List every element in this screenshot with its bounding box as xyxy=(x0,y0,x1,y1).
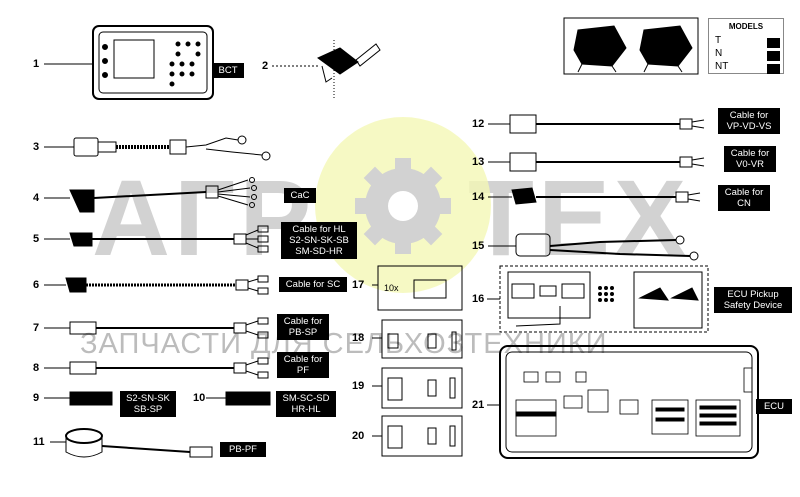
model-n-mark xyxy=(767,51,780,61)
model-row-nt: NT xyxy=(715,61,729,72)
label-cac: CaC xyxy=(284,188,316,203)
label-cable-sc: Cable for SC xyxy=(279,277,347,292)
callout-11: 11 xyxy=(33,436,45,448)
callout-10: 10 xyxy=(193,392,206,404)
callout-19: 19 xyxy=(352,380,365,392)
callout-7: 7 xyxy=(33,322,40,334)
callout-4: 4 xyxy=(33,192,40,204)
label-cable-v0: Cable for V0-VR xyxy=(724,146,776,172)
callout-13: 13 xyxy=(472,156,485,168)
label-cable-pf: Cable for PF xyxy=(277,352,329,378)
callout-8: 8 xyxy=(33,362,40,374)
callout-17: 17 xyxy=(352,279,365,291)
callout-3: 3 xyxy=(33,141,40,153)
label-bct: BCT xyxy=(212,63,244,78)
label-cable-vp: Cable for VP-VD-VS xyxy=(718,108,780,134)
callout-20: 20 xyxy=(352,430,365,442)
model-t-mark xyxy=(767,38,780,48)
callout-21: 21 xyxy=(472,399,485,411)
watermark-right: ТЕХ xyxy=(468,157,691,278)
label-ecu-pickup: ECU Pickup Safety Device xyxy=(714,287,792,313)
model-row-t: T xyxy=(715,35,722,46)
callout-5: 5 xyxy=(33,233,40,245)
label-s2-sn-sk: S2-SN-SK SB-SP xyxy=(120,391,176,417)
callout-6: 6 xyxy=(33,279,40,291)
callout-9: 9 xyxy=(33,392,40,404)
callout-16: 16 xyxy=(472,293,485,305)
kit-quantity: 10x xyxy=(384,283,399,293)
label-sm-sc-sd: SM-SC-SD HR-HL xyxy=(276,391,336,417)
callout-18: 18 xyxy=(352,332,365,344)
label-ecu: ECU xyxy=(756,399,792,414)
model-row-n: N xyxy=(715,48,723,59)
models-legend: MODELS T N NT xyxy=(708,18,784,74)
label-pb-pf: PB-PF xyxy=(220,442,266,457)
callout-1: 1 xyxy=(33,58,40,70)
models-title: MODELS xyxy=(728,22,764,31)
callout-15: 15 xyxy=(472,240,485,252)
watermark-left: АГР xyxy=(92,157,316,278)
callout-2: 2 xyxy=(262,60,269,72)
model-nt-mark xyxy=(767,64,780,74)
callout-14: 14 xyxy=(472,191,485,203)
label-cable-hl: Cable for HL S2-SN-SK-SB SM-SD-HR xyxy=(281,222,357,259)
watermark-subtitle: ЗАПЧАСТИ ДЛЯ СЕЛЬХОЗТЕХНИКИ xyxy=(80,328,608,360)
label-cable-cn: Cable for CN xyxy=(718,185,770,211)
label-cable-pb-sp: Cable for PB-SP xyxy=(277,314,329,340)
callout-12: 12 xyxy=(472,118,485,130)
